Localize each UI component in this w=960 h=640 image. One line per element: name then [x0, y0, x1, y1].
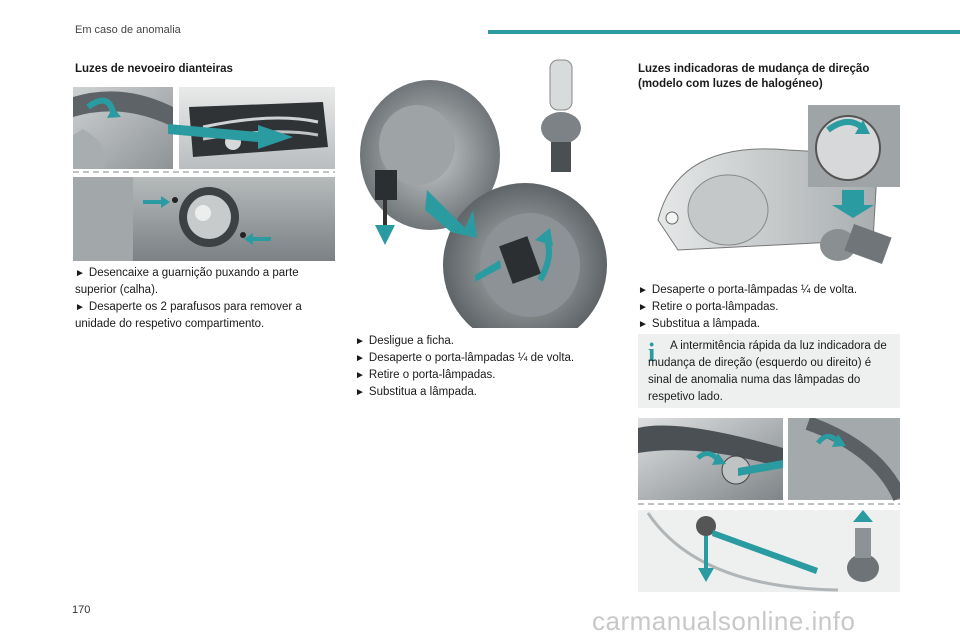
fog-light-trim-photo	[73, 87, 335, 261]
right-steps: ►Desaperte o porta-lâmpadas ¼ de volta. …	[638, 282, 900, 333]
bullet-icon: ►	[355, 387, 365, 398]
watermark: carmanualsonline.info	[592, 606, 856, 636]
info-icon: i	[648, 338, 656, 367]
bullet-icon: ►	[355, 353, 365, 364]
middle-step-2: ►Desaperte o porta-lâmpadas ¼ de volta.	[355, 352, 575, 364]
right-step-3: ►Substitua a lâmpada.	[638, 318, 760, 330]
right-step-2: ►Retire o porta-lâmpadas.	[638, 301, 779, 313]
right-step-1: ►Desaperte o porta-lâmpadas ¼ de volta.	[638, 284, 858, 296]
info-box: i A intermitência rápida da luz indicado…	[638, 334, 900, 408]
bullet-icon: ►	[638, 285, 648, 296]
bullet-icon: ►	[355, 370, 365, 381]
left-step-1: ►Desencaixe a guarnição puxando a parte …	[75, 267, 299, 296]
header-accent-bar	[488, 30, 960, 34]
middle-steps: ►Desligue a ficha. ►Desaperte o porta-lâ…	[355, 333, 615, 401]
middle-step-3: ►Retire o porta-lâmpadas.	[355, 369, 496, 381]
right-title: Luzes indicadoras de mudança de direção …	[638, 63, 870, 90]
bullet-icon: ►	[75, 302, 85, 313]
section-header: Em caso de anomalia	[75, 24, 181, 36]
middle-step-1: ►Desligue a ficha.	[355, 335, 454, 347]
left-title: Luzes de nevoeiro dianteiras	[75, 63, 233, 75]
fog-lamp-unit-diagram	[355, 50, 617, 328]
left-steps: ►Desencaixe a guarnição puxando a parte …	[75, 265, 335, 333]
info-text: A intermitência rápida da luz indicadora…	[648, 340, 887, 403]
left-step-2: ►Desaperte os 2 parafusos para remover a…	[75, 301, 302, 330]
page-number: 170	[72, 604, 91, 616]
turn-signal-headlamp-diagram	[638, 100, 900, 278]
bullet-icon: ►	[75, 268, 85, 279]
bullet-icon: ►	[638, 319, 648, 330]
middle-step-4: ►Substitua a lâmpada.	[355, 386, 477, 398]
bullet-icon: ►	[355, 336, 365, 347]
bullet-icon: ►	[638, 302, 648, 313]
turn-signal-bulb-photo	[638, 418, 900, 592]
